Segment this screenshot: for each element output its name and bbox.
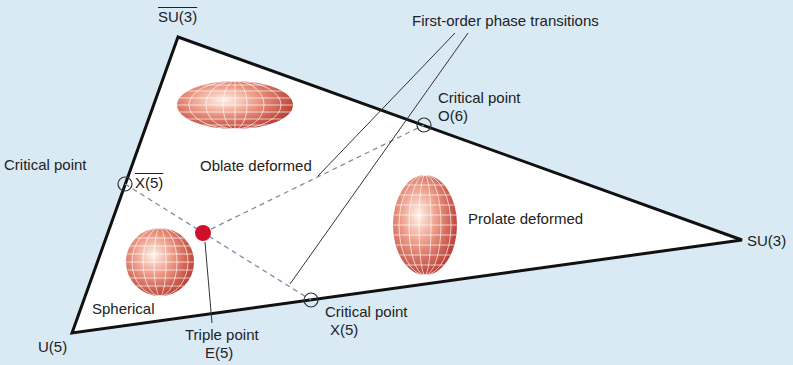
point-label: Critical point bbox=[325, 303, 408, 320]
triple-point-marker bbox=[195, 225, 211, 241]
vertex-label: SU(3) bbox=[158, 8, 197, 25]
point-label: X(5) bbox=[135, 174, 163, 191]
vertex-label: U(5) bbox=[38, 338, 67, 355]
transition-lines bbox=[125, 125, 424, 300]
oblate-ellipsoid bbox=[170, 80, 300, 130]
leader-line bbox=[290, 33, 468, 284]
dashed-line bbox=[125, 184, 311, 300]
point-label: E(5) bbox=[205, 344, 233, 361]
callout-text: First-order phase transitions bbox=[412, 12, 599, 29]
leader-line bbox=[318, 33, 455, 176]
critical-point-marker bbox=[304, 293, 318, 307]
critical-point-marker bbox=[118, 177, 132, 191]
point-label: Critical point bbox=[4, 156, 87, 173]
point-label: X(5) bbox=[330, 321, 358, 338]
spherical-nucleus bbox=[120, 228, 200, 296]
prolate-ellipsoid bbox=[390, 175, 460, 275]
triangle-outline bbox=[72, 37, 742, 333]
point-label: Triple point bbox=[185, 326, 259, 343]
leader-lines bbox=[205, 33, 468, 323]
vertex-label: SU(3) bbox=[747, 232, 786, 249]
region-label: Oblate deformed bbox=[200, 157, 312, 174]
region-label: Prolate deformed bbox=[468, 210, 583, 227]
leader-line bbox=[205, 242, 212, 323]
critical-points bbox=[118, 118, 431, 307]
point-label: Critical point bbox=[438, 89, 521, 106]
critical-point-marker bbox=[417, 118, 431, 132]
point-label: O(6) bbox=[438, 107, 468, 124]
region-label: Spherical bbox=[92, 300, 155, 317]
